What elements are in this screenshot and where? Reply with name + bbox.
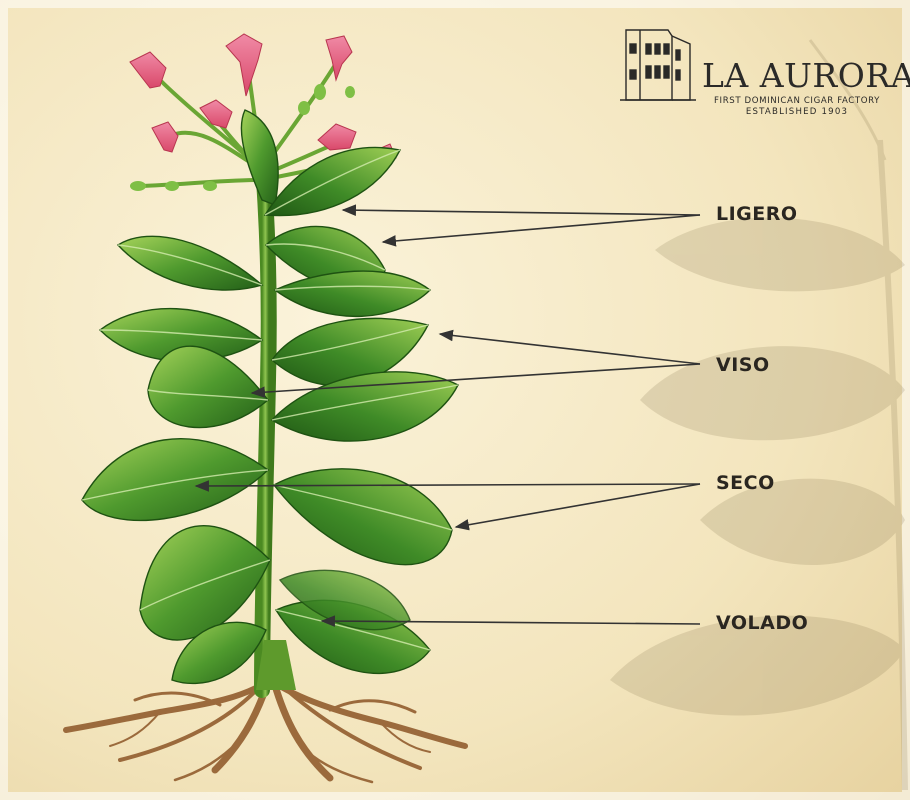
plant-stem xyxy=(262,150,269,690)
label-seco: SECO xyxy=(716,472,775,494)
brand-name: LA AURORA xyxy=(702,56,910,95)
label-volado: VOLADO xyxy=(716,612,808,634)
brand-tagline: FIRST DOMINICAN CIGAR FACTORY xyxy=(702,96,892,106)
label-ligero: LIGERO xyxy=(716,203,798,225)
brand-established: ESTABLISHED 1903 xyxy=(702,107,892,117)
label-viso: VISO xyxy=(716,354,770,376)
